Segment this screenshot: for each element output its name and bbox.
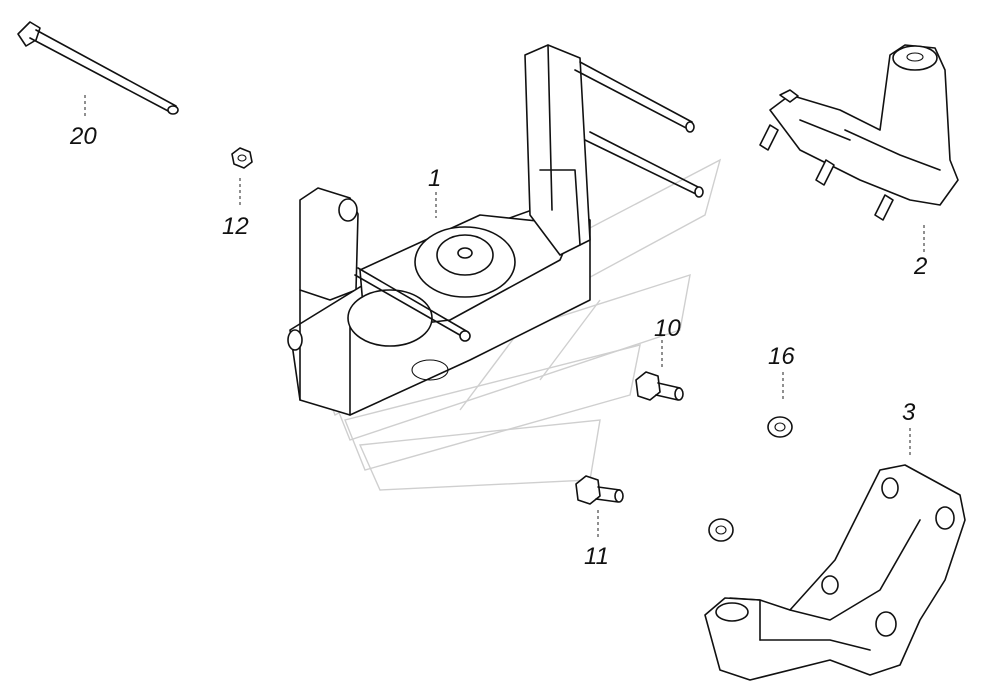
washer-part bbox=[708, 518, 734, 542]
callout-2: 2 bbox=[913, 253, 927, 280]
nut-part bbox=[231, 147, 253, 169]
callout-10: 10 bbox=[654, 315, 681, 342]
callout-3: 3 bbox=[902, 399, 916, 426]
bolt-11-part bbox=[575, 475, 624, 505]
callout-12: 12 bbox=[222, 213, 249, 240]
callout-11: 11 bbox=[584, 543, 609, 570]
long-bolt-part bbox=[17, 21, 179, 115]
bolt-10-part bbox=[635, 371, 684, 401]
lower-clamp-part bbox=[704, 464, 966, 681]
washer-16-part bbox=[767, 416, 793, 438]
main-bracket-part bbox=[287, 44, 704, 416]
callout-16: 16 bbox=[768, 343, 795, 370]
callout-1: 1 bbox=[428, 165, 441, 192]
upper-clamp-part bbox=[759, 44, 959, 221]
callout-20: 20 bbox=[69, 123, 97, 150]
